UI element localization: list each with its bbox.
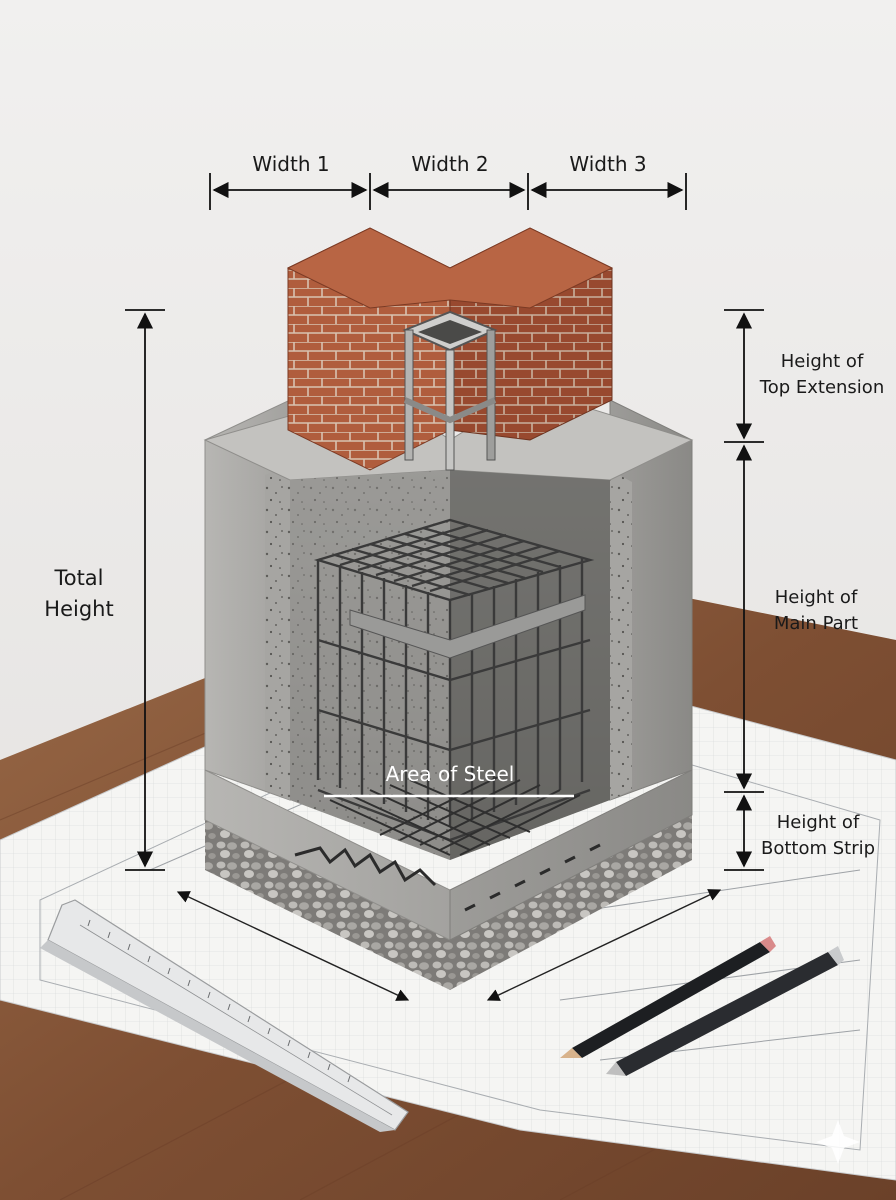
sparkle-icon	[816, 1120, 860, 1164]
pencils	[560, 936, 844, 1076]
top-extension-line1: Height of	[780, 351, 864, 372]
section-height-dimensions	[724, 309, 764, 871]
width-dimensions	[209, 173, 687, 210]
width-2-label: Width 2	[411, 152, 489, 176]
total-height-line1: Total	[54, 566, 104, 590]
main-part-label: Height of Main Part	[748, 585, 884, 637]
bottom-strip-line1: Height of	[776, 812, 860, 833]
bottom-strip-label: Height of Bottom Strip	[748, 810, 888, 862]
main-part-line1: Height of	[774, 587, 858, 608]
bottom-strip-line2: Bottom Strip	[760, 838, 876, 859]
total-height-line2: Height	[44, 597, 114, 621]
top-extension-label: Height of Top Extension	[748, 349, 896, 401]
scale-ruler	[40, 899, 409, 1132]
width-3-label: Width 3	[569, 152, 647, 176]
total-height-label: Total Height	[24, 563, 134, 625]
total-height-dimension	[125, 309, 165, 871]
main-part-line2: Main Part	[773, 613, 859, 634]
top-extension-line2: Top Extension	[759, 377, 885, 398]
steel-frame	[402, 310, 498, 471]
width-1-label: Width 1	[252, 152, 330, 176]
area-of-steel-label: Area of Steel	[385, 762, 515, 786]
